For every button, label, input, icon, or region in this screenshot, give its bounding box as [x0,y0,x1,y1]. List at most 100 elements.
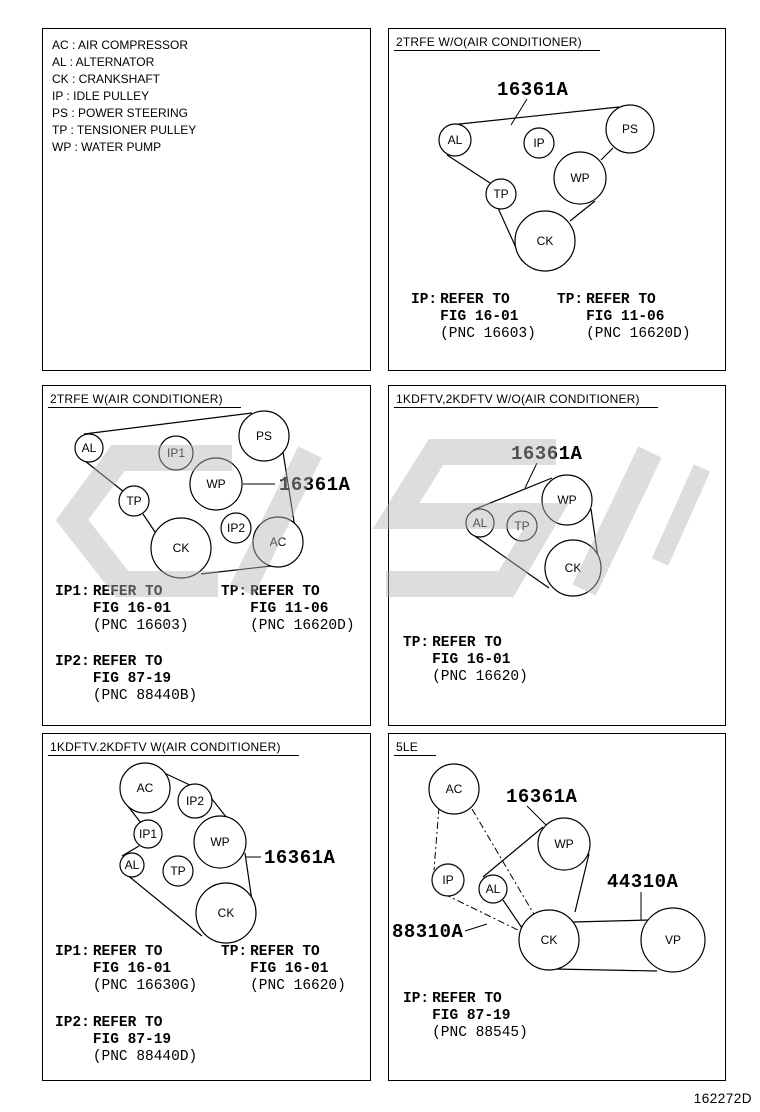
pulley-label: TP [514,519,529,533]
note-prefix: TP: [403,635,430,651]
part-leader-line [464,923,488,932]
pulley-ck: CK [150,517,212,579]
part-number-16361A: 16361A [511,443,583,465]
belt-line [502,899,523,929]
belt-line [200,565,272,575]
note-ip: IP: REFER TO FIG 87-19 (PNC 88545) [403,991,528,1042]
note-pnc: (PNC 88440B) [92,688,198,704]
belt-line [553,968,658,972]
note-prefix: IP1: [55,584,90,600]
note-ip1: IP1: REFER TO FIG 16-01 (PNC 16603) [55,584,189,635]
note-pnc: (PNC 16603) [440,326,536,342]
belt-dash-line [471,808,536,917]
pulley-ac: AC [428,763,480,815]
legend-list: AC : AIR COMPRESSOR AL : ALTERNATOR CK :… [43,29,370,156]
part-number-88310A: 88310A [392,921,464,943]
pulley-label: IP1 [167,446,185,460]
pulley-circle [220,512,252,544]
part-leader-line [510,98,528,126]
note-fig: FIG 16-01 [440,309,519,325]
belt-diagram-5le: 16361A 44310A 88310A AC WP IP AL CK [392,763,706,973]
pulley-label: IP1 [139,827,157,841]
pulley-tp: TP [162,855,194,887]
part-number-16361A: 16361A [264,847,336,869]
note-ip2: IP2: REFER TO FIG 87-19 (PNC 88440B) [55,654,197,705]
note-lines: REFER TO FIG 16-01 (PNC 16630G) [93,944,197,995]
pulley-label: AL [448,133,463,147]
belt-line [590,508,599,559]
note-refer: REFER TO [92,944,163,960]
pulley-circle [162,855,194,887]
panel-1kd-2kd-w-ac: 1KDFTV.2KDFTV W(AIR CONDITIONER) 16361A … [42,733,371,1081]
pulley-label: WP [557,493,576,507]
note-refer: REFER TO [432,991,502,1007]
note-pnc: (PNC 16630G) [92,978,198,994]
pulley-vp: VP [640,907,706,973]
note-refer: REFER TO [250,584,320,600]
pulley-circle [189,457,243,511]
pulley-circle [177,783,213,819]
belt-line [569,200,596,222]
note-lines: REFER TO FIG 16-01 (PNC 16620) [432,635,528,686]
note-fig: FIG 87-19 [92,1032,172,1048]
note-tp: TP: REFER TO FIG 16-01 (PNC 16620) [403,635,528,686]
legend-item-ip: IP : IDLE PULLEY [52,89,150,103]
note-pnc: (PNC 16620) [432,669,528,685]
pulley-circle [541,474,593,526]
pulley-label: VP [665,933,681,947]
note-prefix: IP: [403,991,430,1007]
pulley-circle [118,485,150,517]
belt-line [142,513,158,536]
belt-line [574,853,590,913]
note-tp: TP: REFER TO FIG 11-06 (PNC 16620D) [557,292,691,343]
pulley-tp: TP [118,485,150,517]
pulley-circle [193,815,247,869]
note-lines: REFER TO FIG 87-19 (PNC 88440D) [93,1015,197,1066]
pulley-ac: AC [119,762,171,814]
note-lines: REFER TO FIG 87-19 (PNC 88440B) [93,654,197,705]
note-fig: FIG 16-01 [250,961,329,977]
panel-header: 2TRFE W/O(AIR CONDITIONER) [394,34,600,51]
note-prefix: IP2: [55,654,90,670]
pulley-wp: WP [537,817,591,871]
pulley-circle [438,123,472,157]
note-refer: REFER TO [92,584,163,600]
pulley-label: AC [137,781,154,795]
pulley-circle [465,508,495,538]
note-prefix: IP2: [55,1015,90,1031]
pulley-al: AL [438,123,472,157]
belt-line [449,106,620,126]
note-prefix: IP1: [55,944,90,960]
panel-header: 5LE [394,739,436,756]
part-leader-line [526,805,548,827]
pulley-ck: CK [544,539,602,597]
pulley-al: AL [478,874,508,904]
note-refer: REFER TO [92,654,163,670]
pulley-circle [544,539,602,597]
belt-line [572,919,651,923]
pulley-label: CK [173,541,190,555]
pulley-ip1: IP1 [133,819,163,849]
part-leader-line [524,462,538,489]
legend-item-ps: PS : POWER STEERING [52,106,189,120]
pulley-circle [640,907,706,973]
pulley-ip2: IP2 [177,783,213,819]
note-ip: IP: REFER TO FIG 16-01 (PNC 16603) [411,292,536,343]
pulley-circle [119,852,145,878]
pulley-label: AL [82,441,97,455]
belt-line [161,771,193,787]
note-refer: REFER TO [92,1015,163,1031]
belt-line [471,533,550,589]
pulley-label: AC [446,782,463,796]
pulley-label: AC [270,535,287,549]
pulley-label: IP [442,873,453,887]
pulley-label: TP [493,187,508,201]
part-number-16361A: 16361A [506,786,578,808]
pulley-label: TP [170,864,185,878]
note-fig: FIG 16-01 [92,601,172,617]
pulley-circle [518,909,580,971]
note-fig: FIG 16-01 [92,961,172,977]
pulley-circle [133,819,163,849]
belt-diagram-2trfe-wo-ac: 16361A AL IP PS TP WP [438,79,655,272]
belt-dash-line [443,893,521,932]
